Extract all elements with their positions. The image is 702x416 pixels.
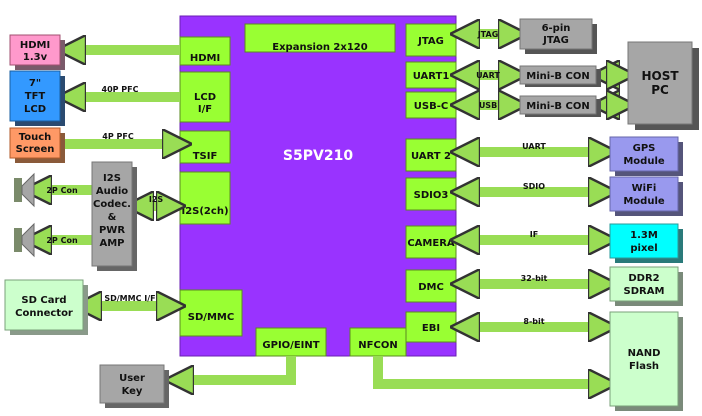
port-dmc	[405, 269, 457, 303]
sdcard-line1: SD Card	[21, 295, 66, 306]
i2s-bus-label: I2S	[149, 195, 164, 204]
port-hdmi-label: HDMI	[190, 53, 220, 64]
gps-line1: GPS	[633, 143, 656, 154]
usb-bus-label: USB	[479, 101, 497, 110]
codec-device	[91, 161, 133, 267]
port-jtag-label: JTAG	[417, 36, 444, 47]
port-lcd-line1: LCD	[194, 92, 216, 103]
port-sdio3-label: SDIO3	[414, 190, 449, 201]
uart1-bus-label: UART	[476, 71, 500, 80]
camera-line1: 1.3M	[630, 230, 658, 241]
touch-device	[9, 127, 61, 159]
touch-line2: Screen	[16, 144, 55, 155]
port-gpio-label: GPIO/EINT	[262, 340, 319, 351]
lcd-bus-label: 40P PFC	[102, 85, 139, 94]
hdmi-device-line2: 1.3v	[23, 52, 48, 63]
nfcon-arrow	[373, 356, 606, 384]
con1-label: 2P Con	[46, 186, 78, 195]
camera-bus-label: IF	[530, 230, 538, 239]
host-device	[627, 41, 693, 125]
userkey-device	[99, 364, 165, 404]
con2-label: 2P Con	[46, 236, 78, 245]
port-gpio	[255, 327, 327, 357]
sdcard-device	[4, 279, 84, 331]
sdcard-line2: Connector	[15, 308, 73, 319]
sd-bus-label: SD/MMC I/F	[104, 294, 155, 303]
port-uart2-label: UART 2	[411, 151, 451, 162]
port-ebi-label: EBI	[422, 323, 440, 334]
chip-name: S5PV210	[283, 148, 353, 164]
port-sdio3	[405, 177, 457, 211]
port-jtag	[405, 23, 457, 57]
tft-line2: TFT	[25, 91, 46, 102]
hdmi-device-line1: HDMI	[20, 40, 50, 51]
expansion-label: Expansion 2x120	[272, 42, 367, 53]
port-nfcon-label: NFCON	[358, 340, 397, 351]
port-usbc	[405, 91, 457, 119]
minib2-label: Mini-B CON	[526, 101, 589, 112]
tft-line3: LCD	[24, 104, 46, 115]
nand-device	[609, 311, 679, 407]
hdmi-device	[9, 34, 61, 66]
tft-line1: 7"	[29, 78, 41, 89]
minib1-label: Mini-B CON	[526, 71, 589, 82]
port-hdmi	[179, 36, 231, 66]
touch-line1: Touch	[19, 132, 52, 143]
port-lcd-line2: I/F	[198, 104, 212, 115]
port-i2s-label: I2S(2ch)	[181, 206, 228, 217]
userkey-line1: User	[119, 373, 145, 384]
ddr-line1: DDR2	[628, 273, 659, 284]
port-dmc-label: DMC	[418, 282, 444, 293]
port-uart1-label: UART1	[413, 71, 450, 82]
codec-line4: &	[108, 212, 117, 223]
port-ebi	[405, 311, 457, 343]
nand-line2: Flash	[629, 361, 659, 372]
port-sdmmc	[179, 289, 243, 337]
port-uart2	[405, 138, 457, 172]
codec-line5: PWR	[99, 225, 125, 236]
sdio-bus-label: SDIO	[523, 182, 545, 191]
gpio-arrow	[176, 356, 296, 380]
minib1-device	[519, 65, 597, 85]
speaker-icon	[14, 172, 35, 208]
ddr-line2: SDRAM	[624, 286, 665, 297]
wifi-line1: WiFi	[632, 183, 657, 194]
speaker-icon	[14, 222, 35, 258]
port-lcd	[179, 71, 231, 123]
host-line2: PC	[651, 83, 669, 97]
port-sdmmc-label: SD/MMC	[188, 312, 234, 323]
userkey-line2: Key	[122, 386, 143, 397]
nand-line1: NAND	[628, 348, 661, 359]
host-line1: HOST	[641, 69, 679, 83]
gps-device	[609, 136, 679, 172]
codec-line3: Codec.	[93, 199, 131, 210]
camera-device	[609, 223, 679, 259]
ddr-device	[609, 266, 679, 302]
touch-bus-label: 4P PFC	[102, 132, 134, 141]
jtag6-line2: JTAG	[542, 35, 569, 46]
wifi-line2: Module	[623, 196, 665, 207]
wifi-device	[609, 176, 679, 212]
jtag6-line1: 6-pin	[542, 23, 571, 34]
dmc-bus-label: 32-bit	[521, 274, 548, 283]
gps-line2: Module	[623, 156, 665, 167]
port-tsif-label: TSIF	[193, 151, 218, 162]
jtag6-device	[519, 18, 593, 50]
codec-line6: AMP	[99, 238, 124, 249]
tft-device	[9, 70, 61, 122]
minib2-device	[519, 95, 597, 115]
uart2-bus-label: UART	[522, 142, 546, 151]
codec-line1: I2S	[103, 173, 121, 184]
port-camera-label: CAMERA	[407, 238, 455, 249]
jtag-bus-label: JTAG	[477, 30, 499, 39]
ebi-bus-label: 8-bit	[523, 317, 544, 326]
port-usbc-label: USB-C	[414, 101, 448, 112]
camera-line2: pixel	[630, 243, 657, 254]
expansion-port	[244, 23, 396, 53]
codec-line2: Audio	[96, 186, 128, 197]
